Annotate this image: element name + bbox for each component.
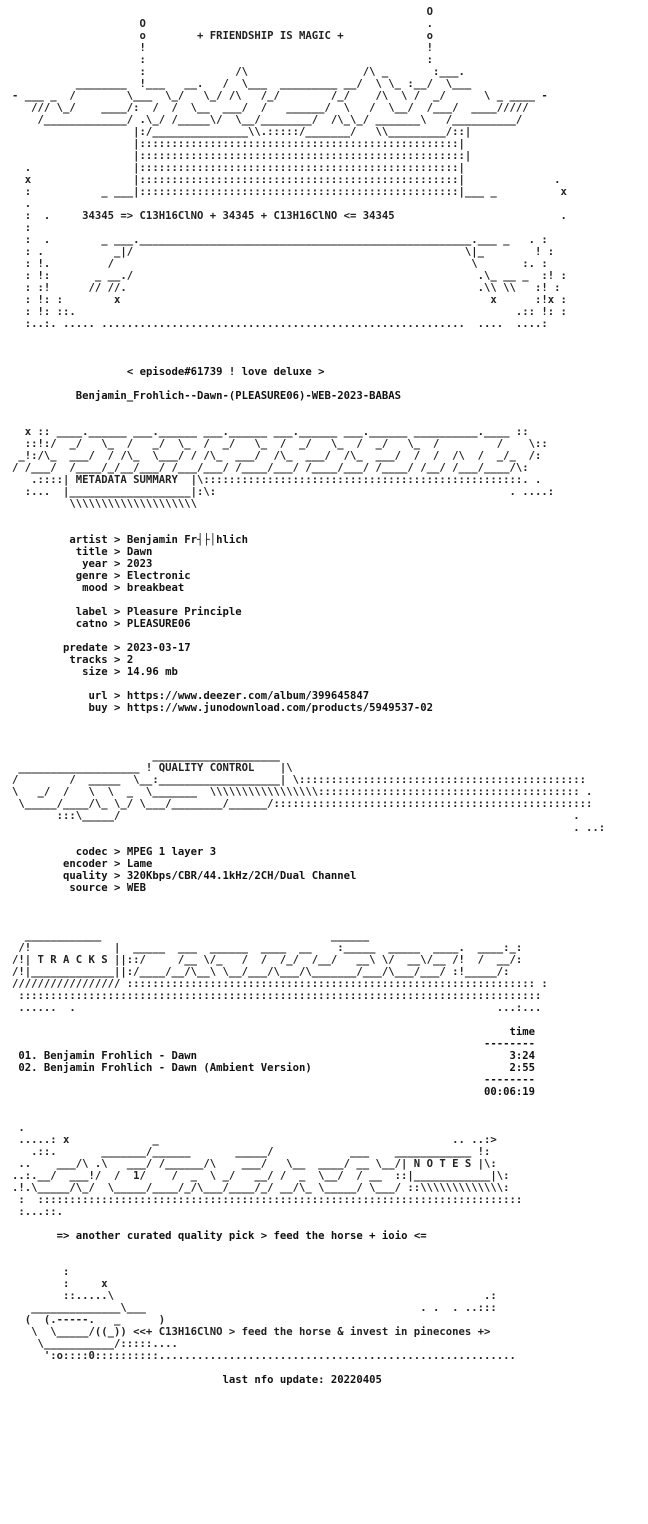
metadata-value: breakbeat	[126, 582, 185, 594]
metadata-row: title > Dawn	[12, 546, 153, 558]
track-time: 2:55	[311, 1062, 535, 1074]
metadata-row	[12, 594, 648, 606]
track-row: 02. Benjamin Frohlich - Dawn (Ambient Ve…	[12, 1062, 648, 1074]
metadata-key: title	[12, 546, 108, 558]
metadata-row	[12, 630, 648, 642]
metadata-row: year > 2023	[12, 558, 153, 570]
metadata-banner-art: x :: ____.______ ___.______ ___.______ _…	[12, 426, 548, 474]
metadata-key: artist	[12, 534, 108, 546]
quality-key: codec	[12, 846, 108, 858]
quality-row: quality > 320Kbps/CBR/44.1kHz/2CH/Dual C…	[12, 870, 357, 882]
metadata-row: url > https://www.deezer.com/album/39964…	[12, 690, 370, 702]
metadata-value: Benjamin Fr┤├│hlich	[126, 534, 248, 546]
metadata-key: buy	[12, 702, 108, 714]
metadata-key: predate	[12, 642, 108, 654]
metadata-row: artist > Benjamin Fr┤├│hlich	[12, 534, 248, 546]
metadata-key: year	[12, 558, 108, 570]
quality-key: quality	[12, 870, 108, 882]
metadata-value: 2023	[126, 558, 153, 570]
metadata-row: genre > Electronic	[12, 570, 191, 582]
metadata-key: mood	[12, 582, 108, 594]
quality-value: 320Kbps/CBR/44.1kHz/2CH/Dual Channel	[126, 870, 357, 882]
metadata-row: tracks > 2	[12, 654, 134, 666]
metadata-value: https://www.deezer.com/album/399645847	[126, 690, 370, 702]
metadata-value: 2023-03-17	[126, 642, 191, 654]
footer-ascii-art: : : x ::.....\ .: ______________\___ . .…	[24, 1266, 516, 1362]
metadata-list: artist > Benjamin Fr┤├│hlich title > Daw…	[12, 534, 648, 714]
metadata-row: mood > breakbeat	[12, 582, 185, 594]
metadata-value: Pleasure Principle	[126, 606, 242, 618]
metadata-row: predate > 2023-03-17	[12, 642, 191, 654]
metadata-key: genre	[12, 570, 108, 582]
metadata-value: PLEASURE06	[126, 618, 191, 630]
quality-key: encoder	[12, 858, 108, 870]
metadata-key: label	[12, 606, 108, 618]
metadata-key: tracks	[12, 654, 108, 666]
metadata-value: Dawn	[126, 546, 153, 558]
metadata-heading-box: .::::| METADATA SUMMARY |\::::::::::::::…	[24, 474, 555, 510]
notes-banner: . .....: x _ .. ..:> .::. _______/______…	[12, 1122, 523, 1218]
tracks-banner: ____________ ______ /! | _____ ___ _____…	[12, 930, 548, 1014]
track-name: Benjamin Frohlich - Dawn (Ambient Versio…	[43, 1062, 312, 1074]
metadata-row: buy > https://www.junodownload.com/produ…	[12, 702, 433, 714]
notes-line: => another curated quality pick > feed t…	[56, 1230, 427, 1242]
time-column-header: time	[12, 1026, 535, 1038]
track-row: 01. Benjamin Frohlich - Dawn 3:24	[12, 1050, 648, 1062]
quality-row: codec > MPEG 1 layer 3	[12, 846, 217, 858]
metadata-key: catno	[12, 618, 108, 630]
quality-control-banner: ____________________ ___________________…	[12, 750, 606, 834]
metadata-value: 14.96 mb	[126, 666, 178, 678]
track-number: 02.	[12, 1062, 44, 1074]
track-number: 01.	[12, 1050, 44, 1062]
metadata-value: https://www.junodownload.com/products/59…	[126, 702, 433, 714]
nfo-document: O O . o + FRIENDSHIP IS MAGIC + o !	[12, 6, 648, 1386]
metadata-value: 2	[126, 654, 134, 666]
quality-row: source > WEB	[12, 882, 146, 894]
quality-value: Lame	[126, 858, 153, 870]
metadata-row: size > 14.96 mb	[12, 666, 178, 678]
metadata-value: Electronic	[126, 570, 191, 582]
total-time: 00:06:19	[12, 1086, 535, 1098]
metadata-key: size	[12, 666, 108, 678]
time-divider: --------	[12, 1038, 535, 1050]
total-divider: --------	[12, 1074, 535, 1086]
episode-line: < episode#61739 ! love deluxe >	[126, 366, 325, 378]
metadata-key: url	[12, 690, 108, 702]
metadata-row: label > Pleasure Principle	[12, 606, 242, 618]
quality-list: codec > MPEG 1 layer 3 encoder > Lame qu…	[12, 846, 648, 894]
header-ascii-banner: O O . o + FRIENDSHIP IS MAGIC + o !	[12, 6, 567, 330]
metadata-row: catno > PLEASURE06	[12, 618, 191, 630]
quality-row: encoder > Lame	[12, 858, 153, 870]
track-time: 3:24	[196, 1050, 536, 1062]
metadata-row	[12, 678, 648, 690]
last-update: last nfo update: 20220405	[222, 1374, 382, 1386]
quality-key: source	[12, 882, 108, 894]
quality-value: MPEG 1 layer 3	[126, 846, 217, 858]
quality-value: WEB	[126, 882, 146, 894]
tracks-table: time -------- 01. Benjamin Frohlich - Da…	[12, 1026, 648, 1098]
track-name: Benjamin Frohlich - Dawn	[43, 1050, 197, 1062]
release-name: Benjamin_Frohlich--Dawn-(PLEASURE06)-WEB…	[75, 390, 402, 402]
